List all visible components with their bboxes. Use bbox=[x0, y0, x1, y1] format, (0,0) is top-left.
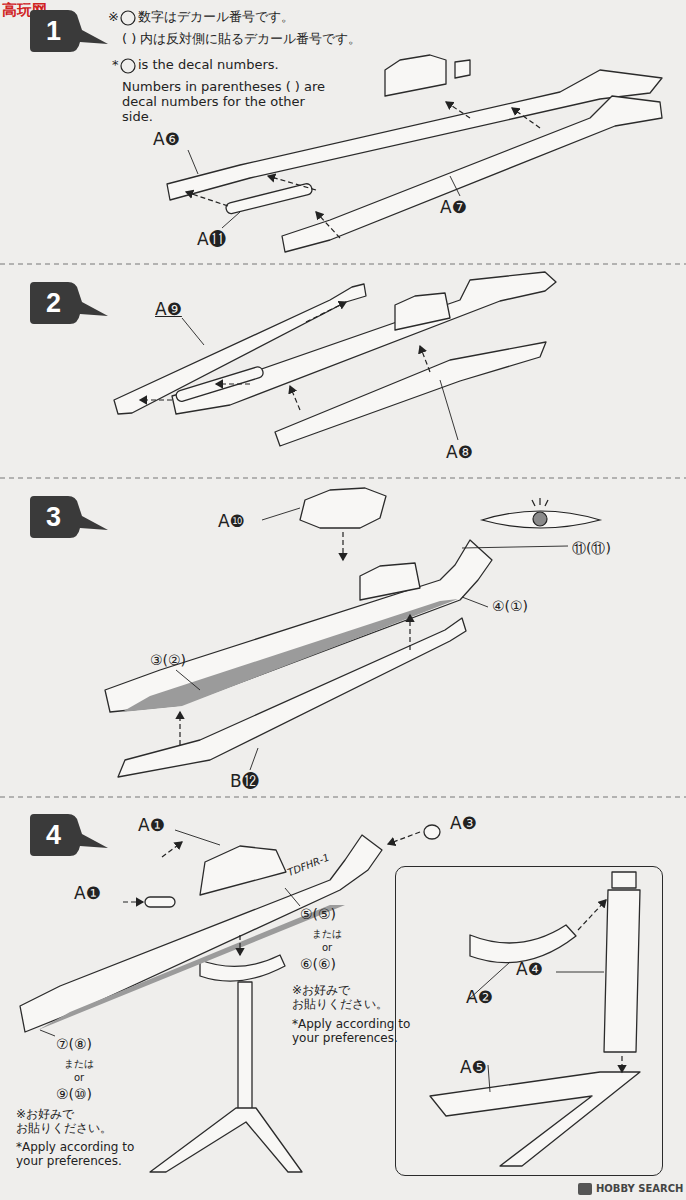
option-word: または bbox=[64, 1058, 94, 1070]
part-number: A❾ bbox=[155, 300, 182, 320]
part-number: A⓫ bbox=[197, 230, 226, 250]
part-number: A❷ bbox=[466, 987, 493, 1007]
step-number: 1 bbox=[46, 16, 61, 47]
step-badge: 3 bbox=[28, 494, 110, 540]
part-number: A❻ bbox=[153, 130, 180, 150]
decal-number: ③(②) bbox=[150, 652, 186, 668]
stand-inset: A❷ A❹ A❺ bbox=[395, 866, 663, 1176]
part-number: A❸ bbox=[450, 814, 477, 834]
part-number: A❶ bbox=[138, 816, 165, 836]
step-number: 4 bbox=[46, 820, 61, 851]
badge-shape bbox=[28, 280, 110, 326]
part-number: A❿ bbox=[218, 512, 245, 532]
hull-marking: TDFHR-1 bbox=[286, 852, 331, 879]
part-number: A❽ bbox=[446, 443, 473, 463]
badge-shape bbox=[28, 494, 110, 540]
note-mark: ※ bbox=[108, 10, 119, 25]
part-number: A❼ bbox=[440, 198, 467, 218]
badge-shape bbox=[28, 812, 110, 858]
part-number: A❶ bbox=[74, 884, 101, 904]
step-badge: 2 bbox=[28, 280, 110, 326]
watermark-text: HOBBY SEARCH bbox=[596, 1183, 683, 1195]
note-text: Numbers in parentheses ( ) are decal num… bbox=[122, 80, 337, 125]
note-text: is the decal numbers. bbox=[138, 58, 279, 73]
badge-shape bbox=[28, 8, 110, 54]
decal-number: ⑨(⑩) bbox=[56, 1086, 92, 1102]
decal-number: ⑥(⑥) bbox=[300, 956, 336, 972]
option-word: or bbox=[322, 942, 332, 954]
note-mark: * bbox=[112, 58, 119, 73]
step-badge: 4 bbox=[28, 812, 110, 858]
preference-note: *Apply according to your preferences. bbox=[16, 1141, 144, 1169]
note-text: ( ) 内は反対側に貼るデカール番号です。 bbox=[122, 32, 361, 47]
decal-number: ⑪(⑪) bbox=[572, 540, 611, 556]
step-badge: 1 bbox=[28, 8, 110, 54]
part-number: B⓬ bbox=[230, 772, 259, 792]
preference-note: ※お好みで お貼りください。 bbox=[16, 1108, 112, 1136]
note-text: 数字はデカール番号です。 bbox=[138, 10, 294, 25]
step-number: 3 bbox=[46, 502, 61, 533]
step-number: 2 bbox=[46, 288, 61, 319]
decal-number: ⑦(⑧) bbox=[56, 1036, 92, 1052]
preference-note: ※お好みで お貼りください。 bbox=[292, 984, 388, 1012]
part-number: A❺ bbox=[460, 1057, 487, 1077]
decal-number: ④(①) bbox=[492, 598, 528, 614]
option-word: または bbox=[312, 928, 342, 940]
preference-note: *Apply according to your preferences. bbox=[292, 1018, 420, 1046]
part-number: A❹ bbox=[516, 959, 543, 979]
decal-number: ⑤(⑤) bbox=[300, 906, 336, 922]
option-word: or bbox=[74, 1072, 84, 1084]
